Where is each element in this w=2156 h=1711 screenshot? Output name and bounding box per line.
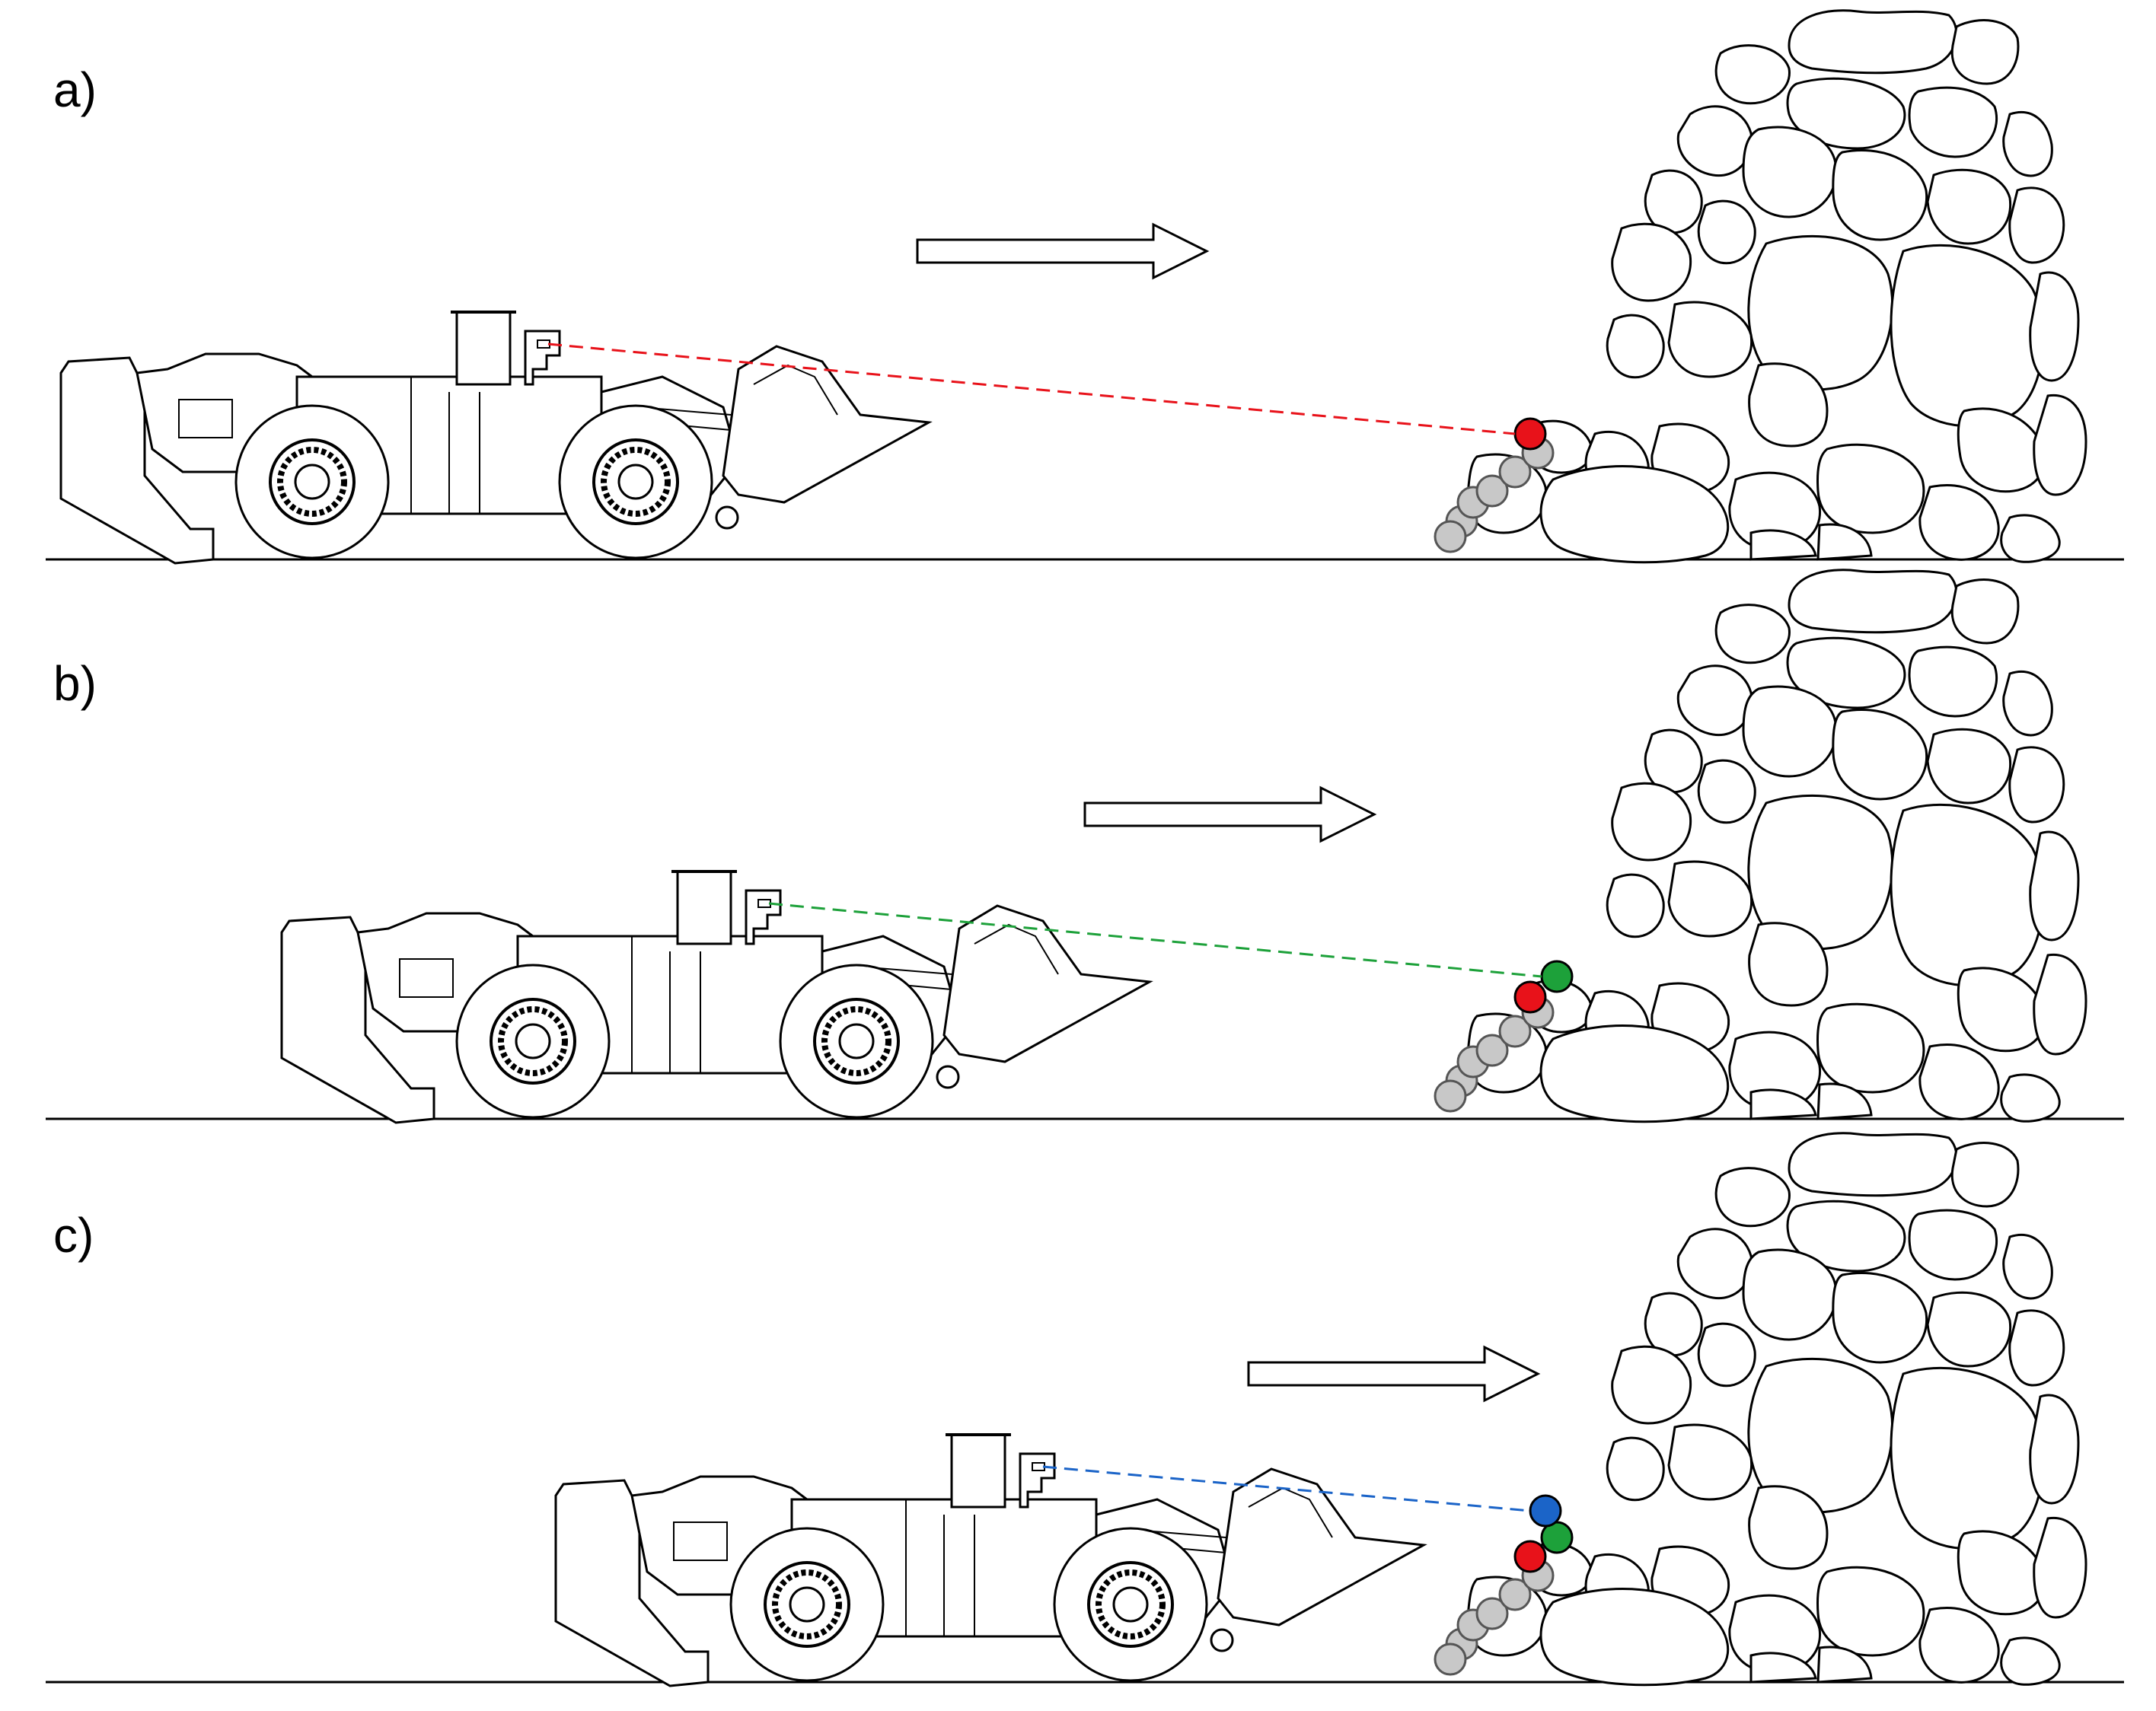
panel-label: a) [53, 62, 97, 117]
detection-marker [1513, 980, 1547, 1014]
arrow-right-icon [1247, 1346, 1539, 1402]
panel-2: b) [46, 569, 2124, 1123]
arrow-right-icon [1083, 786, 1376, 843]
lhd-loader-icon [556, 1435, 1424, 1686]
panel-label: c) [53, 1208, 94, 1263]
detection-marker [1529, 1494, 1562, 1528]
detection-marker [1513, 1540, 1547, 1573]
history-marker [1434, 1079, 1467, 1113]
panel-3: c) [46, 1132, 2124, 1687]
lhd-loader-icon [282, 871, 1150, 1123]
sight-line [547, 343, 1516, 435]
history-marker [1475, 1597, 1509, 1630]
history-marker [1475, 1034, 1509, 1067]
panel-label: b) [53, 656, 97, 711]
sight-line [768, 902, 1542, 978]
detection-marker [1540, 960, 1574, 993]
lhd-loader-icon [61, 312, 929, 563]
history-marker [1498, 455, 1532, 489]
rock-pile-icon [1466, 1132, 2087, 1687]
history-marker [1434, 520, 1467, 553]
arrow-right-icon [916, 223, 1208, 279]
history-marker [1475, 474, 1509, 508]
history-marker [1498, 1578, 1532, 1611]
detection-marker [1513, 417, 1547, 451]
history-marker [1434, 1642, 1467, 1676]
panel-1: a) [46, 9, 2124, 564]
sight-line [1042, 1465, 1531, 1512]
history-marker [1498, 1015, 1532, 1048]
rock-pile-icon [1466, 569, 2087, 1123]
rock-pile-icon [1466, 9, 2087, 564]
